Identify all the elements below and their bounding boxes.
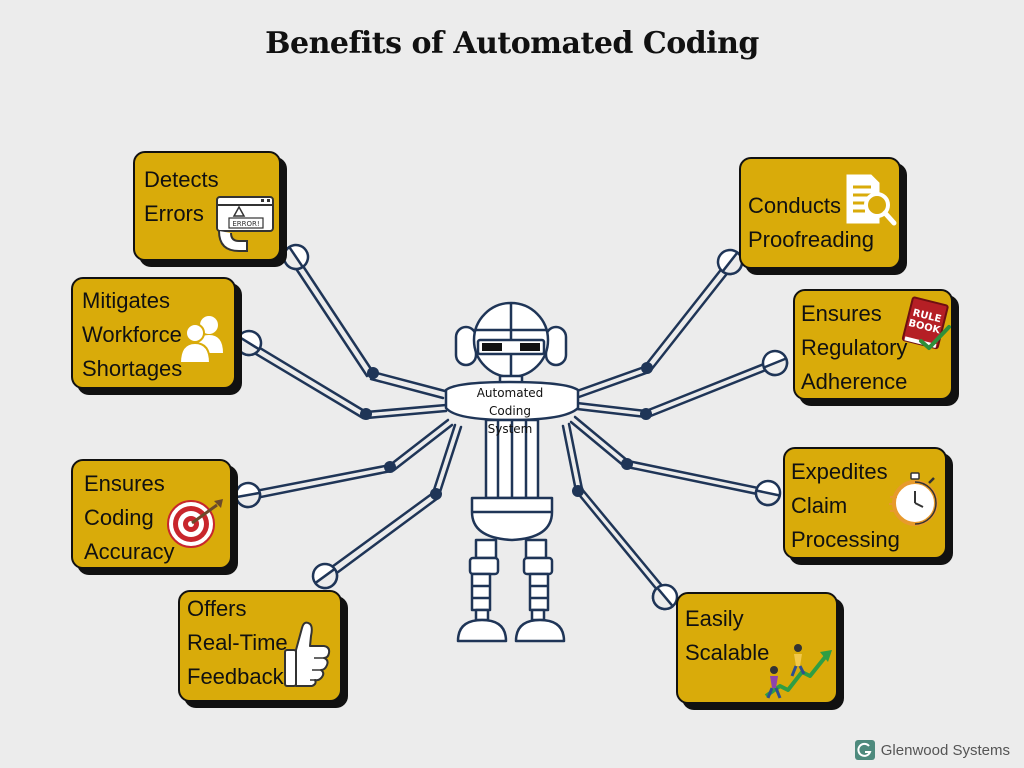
card-label-line: Regulatory	[801, 335, 908, 360]
card-label-line: Expedites	[791, 459, 888, 484]
card-ensures-accuracy: Ensures Coding Accuracy	[71, 459, 232, 569]
robot-right-foot	[514, 618, 566, 643]
error-window-icon: ERROR!	[216, 196, 274, 252]
card-label-line: Shortages	[82, 356, 183, 381]
card-mitigates-workforce: Mitigates Workforce Shortages	[71, 277, 236, 389]
robot-right-eye	[520, 343, 540, 351]
card-label-line: Accuracy	[84, 539, 175, 564]
robot-right-ankle	[530, 608, 546, 622]
claw-hand	[651, 583, 679, 611]
card-regulatory-adherence: Ensures Regulatory Adherence RULE BOOK	[793, 289, 953, 400]
claw-hand	[235, 329, 263, 357]
arm-easily-scalable	[561, 422, 670, 599]
card-label-line: Ensures	[801, 301, 882, 326]
robot-chest	[444, 380, 580, 422]
card-label-line: Proofreading	[748, 227, 874, 252]
diagram-title: Benefits of Automated Coding	[265, 26, 759, 61]
robot-left-shin	[470, 572, 492, 612]
claw-hand	[761, 349, 789, 377]
card-claim-processing: Expedites Claim Processing	[783, 447, 947, 559]
card-label-line: Errors	[144, 201, 204, 226]
error-icon-text: ERROR!	[232, 220, 259, 228]
card-conducts-proofreading: Conducts Proofreading	[739, 157, 901, 269]
center-label-line: System	[487, 422, 533, 436]
elbow-joint	[640, 408, 652, 420]
claw-hand	[234, 481, 262, 509]
card-label-line: Processing	[791, 527, 900, 552]
card-detects-errors: Detects Errors ERROR!	[133, 151, 281, 261]
card-label-line: Mitigates	[82, 288, 171, 313]
robot-left-thigh	[474, 538, 498, 560]
elbow-joint	[641, 362, 653, 374]
card-label-line: Ensures	[84, 471, 165, 496]
card-label-line: Offers	[187, 596, 247, 621]
elbow-joint	[572, 485, 584, 497]
claw-hand	[754, 479, 782, 507]
robot-hips	[470, 496, 554, 542]
center-label-line: Coding	[489, 404, 531, 418]
card-label-line: Claim	[791, 493, 848, 518]
card-real-time-feedback: Offers Real-Time Feedback	[178, 590, 342, 702]
card-label-line: Feedback	[187, 664, 284, 689]
center-label-line: Automated	[476, 386, 544, 400]
card-label-line: Easily	[685, 606, 744, 631]
arm-real-time-feedback	[323, 423, 463, 580]
robot-right-shin	[528, 572, 550, 612]
elbow-joint	[360, 408, 372, 420]
elbow-joint	[384, 461, 396, 473]
card-label-line: Workforce	[82, 322, 182, 347]
elbow-joint	[430, 488, 442, 500]
document-search-icon	[846, 174, 897, 226]
robot-left-knee	[468, 556, 500, 576]
elbow-joints	[360, 362, 653, 500]
card-label-line: Coding	[84, 505, 154, 530]
elbow-joint	[621, 458, 633, 470]
brand-logo: Glenwood Systems	[854, 740, 1010, 760]
brand-name: Glenwood Systems	[880, 741, 1010, 759]
thumbs-up-icon	[284, 621, 331, 687]
target-icon	[167, 499, 223, 548]
glenwood-logo-icon	[854, 740, 875, 760]
robot-left-ankle	[474, 608, 490, 622]
robot-left-eye	[482, 343, 502, 351]
robot-left-ear	[454, 325, 478, 367]
claw-hand	[311, 562, 339, 590]
people-icon	[178, 316, 223, 364]
card-label-line: Real-Time	[187, 630, 288, 655]
card-label-line: Conducts	[748, 193, 841, 218]
arm-ensures-accuracy	[248, 418, 454, 501]
center-label: Automated Coding System	[458, 384, 562, 438]
growth-chart-icon	[764, 644, 832, 699]
card-label-line: Detects	[144, 167, 219, 192]
arm-claim-processing	[569, 415, 770, 498]
claw-hand	[282, 243, 310, 271]
card-label-line: Adherence	[801, 369, 908, 394]
robot-right-thigh	[524, 538, 548, 560]
elbow-joint	[367, 367, 379, 379]
card-easily-scalable: Easily Scalable	[676, 592, 838, 704]
stopwatch-icon	[889, 472, 938, 526]
arm-conducts-proofreading	[575, 260, 735, 399]
arm-mitigates-workforce	[244, 340, 448, 420]
card-label-line: Scalable	[685, 640, 770, 665]
robot-right-ear	[544, 325, 568, 367]
robot-left-foot	[456, 618, 508, 643]
robot	[444, 301, 580, 643]
arm-regulatory-adherence	[575, 358, 778, 419]
robot-right-knee	[522, 556, 554, 576]
rule-book-icon: RULE BOOK	[901, 296, 951, 350]
arm-detects-errors	[289, 255, 447, 400]
claw-hands	[234, 243, 789, 611]
